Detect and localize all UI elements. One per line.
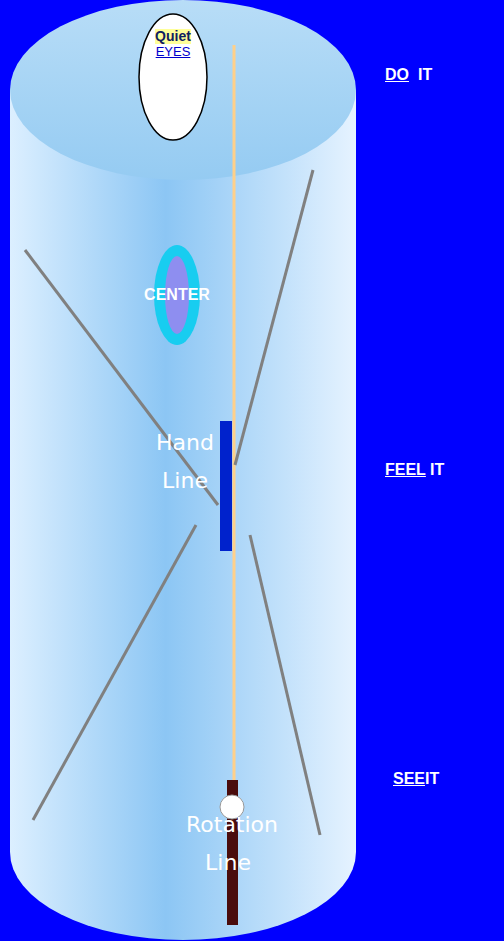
node-outline <box>139 14 207 140</box>
node-text: CENTER <box>144 285 210 305</box>
cylinder-top <box>10 0 356 180</box>
step-word: IT <box>425 770 439 788</box>
guide-line <box>33 525 196 820</box>
step-word: DO <box>385 66 409 84</box>
step-word: SEE <box>393 770 425 788</box>
hand-bar <box>220 421 232 551</box>
guide-line <box>250 535 320 835</box>
guide-line <box>25 250 218 505</box>
node-text: EYES <box>156 44 191 59</box>
cylinder-body <box>10 90 356 940</box>
step-word: IT <box>418 66 432 84</box>
guide-line <box>235 170 313 465</box>
step-word: IT <box>430 461 444 479</box>
eyes-ellipse: QuietEYES <box>138 13 208 141</box>
part-label: Hand Line <box>148 424 222 500</box>
step-word: FEEL <box>385 461 426 479</box>
part-label: Rotation Line <box>186 806 270 882</box>
center-ellipse: CENTER <box>142 245 212 345</box>
node-text: Quiet <box>155 29 191 44</box>
